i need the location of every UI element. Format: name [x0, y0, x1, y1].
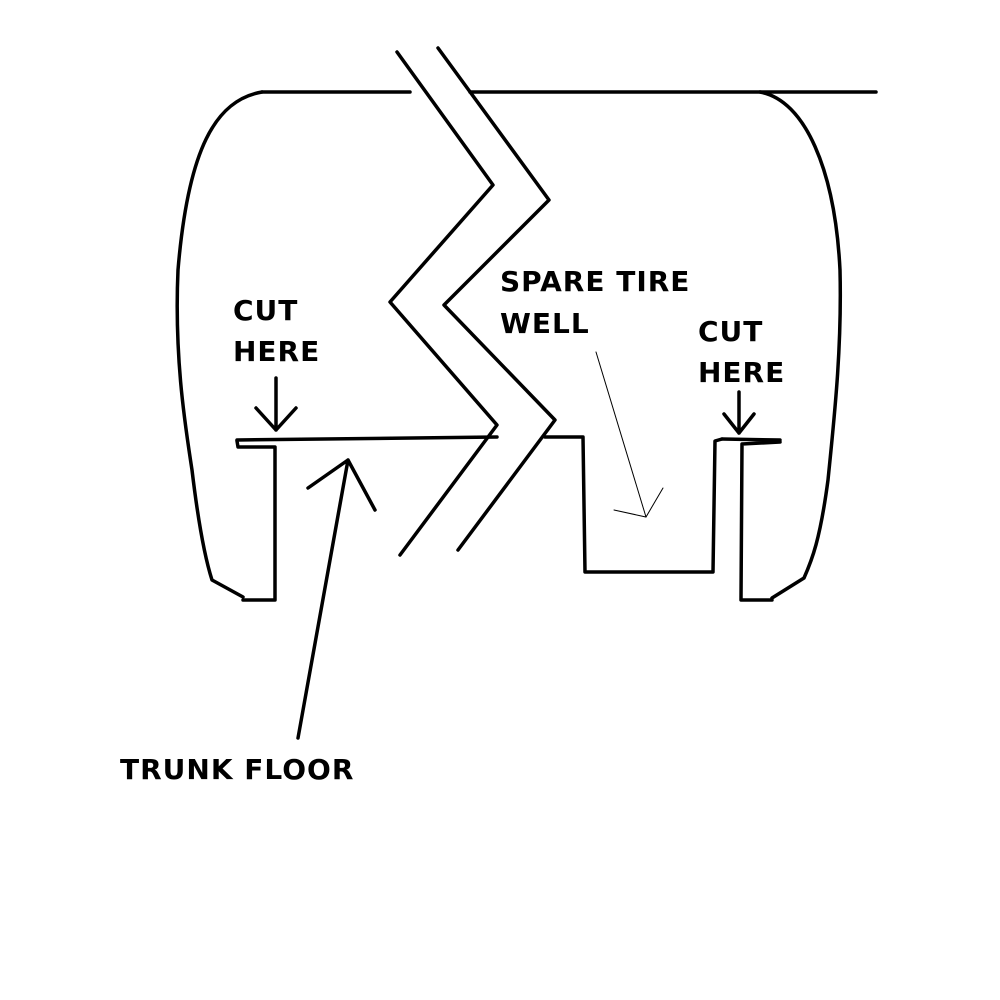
- spare-tire-well-outline: [543, 435, 724, 574]
- right-flange: [739, 440, 782, 602]
- spare-tire-well-label: SPARE TIRE WELL: [500, 265, 701, 340]
- spare-tire-well-line2: WELL: [500, 307, 590, 340]
- trunk-floor-arrow: [296, 458, 377, 740]
- cut-here-left-label: CUT HERE: [233, 294, 320, 368]
- right-flange-top: [720, 437, 782, 442]
- break-line-right: [436, 46, 557, 552]
- left-flange: [235, 439, 277, 602]
- cut-here-left-arrow: [254, 376, 298, 432]
- break-line-left: [388, 50, 499, 557]
- trunk-floor-line: [235, 435, 499, 442]
- body-left-side: [175, 90, 264, 599]
- trunk-floor-label: TRUNK FLOOR: [120, 753, 354, 786]
- spare-tire-well-line1: SPARE TIRE: [500, 265, 690, 298]
- cut-here-left-line2: HERE: [233, 335, 320, 368]
- body-right-side: [758, 90, 843, 600]
- cut-here-right-arrow: [722, 390, 756, 435]
- cut-here-right-line2: HERE: [698, 356, 785, 389]
- cut-here-right-label: CUT HERE: [698, 315, 785, 389]
- cut-here-right-line1: CUT: [698, 315, 763, 348]
- spare-tire-well-arrow: [595, 351, 664, 518]
- cut-here-left-line1: CUT: [233, 294, 298, 327]
